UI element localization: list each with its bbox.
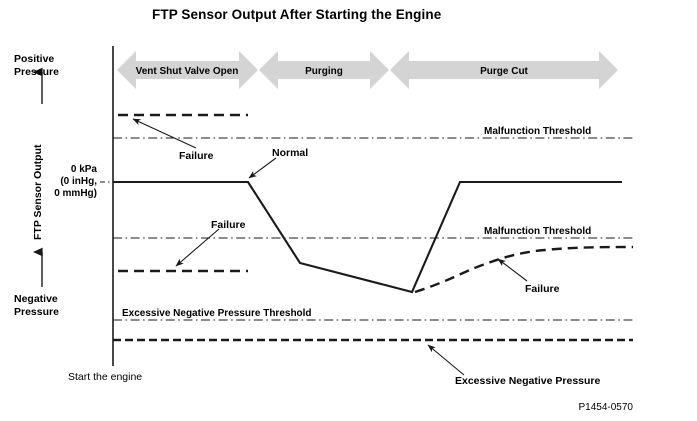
- excessive-negative-pressure-threshold-label: Excessive Negative Pressure Threshold: [122, 308, 312, 319]
- normal-leader-arrow: [248, 157, 277, 179]
- malfunction-threshold-lower-label: Malfunction Threshold: [484, 226, 591, 237]
- annotation-failure-positive: Failure: [179, 150, 214, 162]
- positive-pressure-label-line2: Pressure: [14, 66, 59, 78]
- phase-band-vent-shut-valve-open: [117, 51, 258, 89]
- phase-band-label-purge-cut: Purge Cut: [480, 66, 528, 77]
- phase-band-arrow-shape: [259, 51, 389, 89]
- normal-sensor-output-curve: [113, 180, 622, 294]
- positive-pressure-label-line1: Positive: [14, 53, 54, 65]
- phase-band-label-purging: Purging: [305, 66, 343, 77]
- figure-id-label: P1454-0570: [579, 402, 634, 413]
- phase-band-purging: [259, 51, 389, 89]
- zero-kpa-label-line2: (0 inHg,: [60, 176, 97, 187]
- failure-purge-cut-leader-arrow: [497, 258, 528, 282]
- failure-negative-early-leader-arrow: [175, 228, 220, 267]
- phase-band-purge-cut: [390, 51, 618, 89]
- excessive-negative-pressure-leader-arrow: [427, 344, 465, 376]
- zero-kpa-label-line3: 0 mmHg): [54, 188, 97, 199]
- negative-pressure-label-line1: Negative: [14, 293, 58, 305]
- negative-pressure-label-line2: Pressure: [14, 306, 59, 318]
- phase-band-label-vent-shut-valve-open: Vent Shut Valve Open: [136, 66, 239, 77]
- failure-curve-purge-cut: [414, 245, 634, 294]
- zero-kpa-label-line1: 0 kPa: [71, 164, 98, 175]
- start-the-engine-label: Start the engine: [68, 371, 142, 383]
- failure-positive-leader-arrow: [132, 118, 197, 149]
- page-title: FTP Sensor Output After Starting the Eng…: [152, 7, 442, 22]
- y-axis-title: FTP Sensor Output: [32, 144, 44, 240]
- annotation-failure-purge-cut: Failure: [525, 283, 560, 295]
- annotation-normal: Normal: [272, 147, 308, 159]
- phase-band-arrow-shape: [117, 51, 258, 89]
- phase-band-arrow-shape: [390, 51, 618, 89]
- annotation-excessive-negative-pressure: Excessive Negative Pressure: [455, 375, 601, 387]
- malfunction-threshold-upper-label: Malfunction Threshold: [484, 126, 591, 137]
- annotation-failure-negative-early: Failure: [211, 219, 246, 231]
